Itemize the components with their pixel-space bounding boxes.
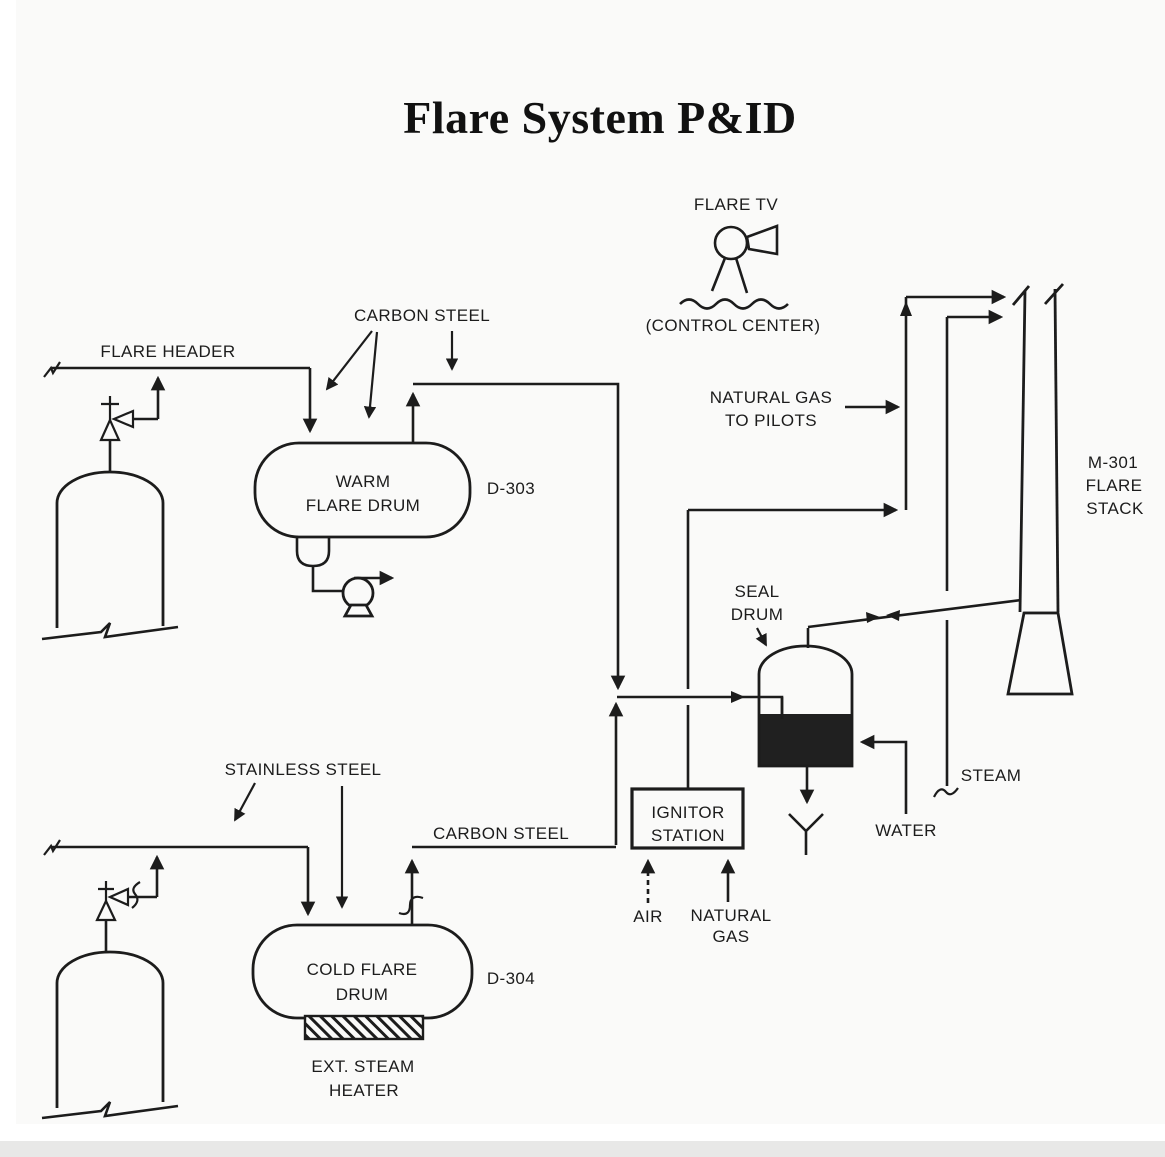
stack-label: FLARE xyxy=(1086,476,1143,495)
seal-drum-label: SEAL xyxy=(734,582,779,601)
ext-steam-heater-label: EXT. STEAM xyxy=(311,1057,414,1076)
flow-arrow xyxy=(731,691,745,703)
storage-tank xyxy=(55,950,165,1108)
ext-steam-heater-label: HEATER xyxy=(329,1081,399,1100)
warm-drum-tag: D-303 xyxy=(487,479,535,498)
flow-arrow xyxy=(900,301,912,316)
steam-line-group: STEAM xyxy=(933,309,1022,798)
pilot-gas-group: NATURAL GAS TO PILOTS xyxy=(710,289,1007,510)
carbon-steel-mid-label: CARBON STEEL xyxy=(433,824,569,843)
stack-tip-icon xyxy=(1011,283,1065,306)
ignitor-station-box xyxy=(630,787,745,850)
ng-to-pilots-label: NATURAL GAS xyxy=(710,388,832,407)
tank-bottom-break xyxy=(41,622,179,641)
scan-left-margin xyxy=(0,0,16,1157)
carbon-steel-top-label: CARBON STEEL xyxy=(354,306,490,325)
stack-tag: M-301 xyxy=(1088,453,1138,472)
stack-base-cone xyxy=(1006,611,1074,696)
ignitor-label: IGNITOR xyxy=(651,803,724,822)
warm-drum-name: WARM xyxy=(336,472,391,491)
storage-tank-top-group xyxy=(41,375,179,641)
line-break-icon xyxy=(933,787,959,798)
warm-drum-outlet-group xyxy=(405,382,626,691)
steam-heater-hatch xyxy=(303,1014,425,1041)
seal-drum-to-stack-line xyxy=(807,598,1022,629)
page-title: Flare System P&ID xyxy=(403,92,796,143)
callout-arrow xyxy=(755,627,767,647)
storage-tank-bottom-group xyxy=(41,854,179,1120)
warm-flare-drum xyxy=(253,441,472,539)
water-inlet-line xyxy=(859,734,908,814)
flare-header-label: FLARE HEADER xyxy=(100,342,235,361)
relief-valve-icon xyxy=(99,375,166,472)
tank-bottom-break xyxy=(41,1101,179,1120)
stack-right-wall xyxy=(1053,288,1060,613)
flare-header-bottom-group xyxy=(43,839,316,917)
cold-flare-drum-group: COLD FLARE DRUM D-304 EXT. STEAM HEATER xyxy=(251,923,535,1100)
seal-drum-label: DRUM xyxy=(731,605,784,624)
callout-arrow xyxy=(325,330,373,391)
flow-arrow xyxy=(886,610,900,621)
ignitor-station-group: IGNITOR STATION AIR NATURAL GAS xyxy=(630,502,899,946)
callout-arrow xyxy=(234,782,256,822)
stack-left-wall xyxy=(1018,290,1027,613)
flow-arrow xyxy=(866,612,880,623)
drain-y-icon xyxy=(788,813,824,855)
wavy-line-icon xyxy=(679,298,789,310)
natural-gas-label: GAS xyxy=(712,927,749,946)
cold-drum-name: DRUM xyxy=(336,985,389,1004)
carbon-steel-top-group: CARBON STEEL xyxy=(325,306,490,419)
stack-label: STACK xyxy=(1086,499,1144,518)
warm-drum-name: FLARE DRUM xyxy=(306,496,421,515)
cold-drum-name: COLD FLARE xyxy=(307,960,418,979)
flare-tv-label: FLARE TV xyxy=(694,195,778,214)
pump-icon xyxy=(341,576,375,618)
ignitor-label: STATION xyxy=(651,826,725,845)
flare-tv-group: FLARE TV (CONTROL CENTER) xyxy=(646,195,821,335)
cold-drum-outlet-group: CARBON STEEL xyxy=(398,824,616,925)
boot-drain-pipe xyxy=(311,566,342,593)
seal-drum-group: SEAL DRUM WATER xyxy=(731,582,1022,855)
warm-relief-main-line xyxy=(413,382,626,691)
flare-header-top-group: FLARE HEADER xyxy=(43,342,318,434)
cold-drum-tag: D-304 xyxy=(487,969,535,988)
camera-icon xyxy=(710,224,779,294)
scan-bottom-margin xyxy=(0,1124,1165,1142)
flare-stack-group: M-301 FLARE STACK xyxy=(1006,283,1144,696)
line-break-icon xyxy=(43,839,61,856)
warm-flare-drum-group: WARM FLARE DRUM D-303 xyxy=(253,441,535,618)
control-center-label: (CONTROL CENTER) xyxy=(646,316,821,335)
water-label: WATER xyxy=(875,821,937,840)
line-break-icon xyxy=(131,881,141,909)
natural-gas-label: NATURAL xyxy=(691,906,772,925)
air-label: AIR xyxy=(633,907,663,926)
relief-valve-icon xyxy=(95,854,165,952)
ng-to-pilots-label: TO PILOTS xyxy=(725,411,817,430)
stainless-steel-group: STAINLESS STEEL xyxy=(225,760,382,909)
callout-arrow xyxy=(363,331,379,419)
spec-break-icon xyxy=(398,895,424,916)
seal-drum-liquid xyxy=(760,714,851,766)
scan-bottom-band xyxy=(0,1141,1165,1157)
stainless-steel-label: STAINLESS STEEL xyxy=(225,760,382,779)
steam-label: STEAM xyxy=(961,766,1022,785)
